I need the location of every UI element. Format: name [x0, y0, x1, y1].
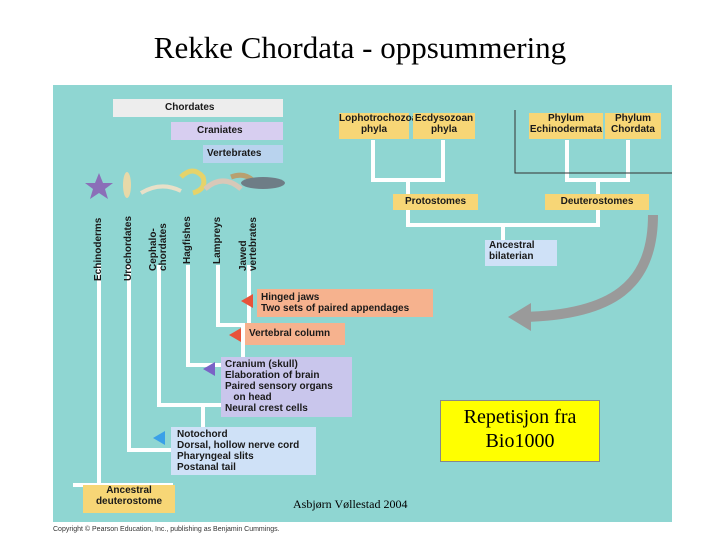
echinodermata-label: Phylum Echinodermata [529, 113, 603, 139]
phylogeny-panel: Chordates Craniates Vertebrates Echinode… [53, 85, 672, 522]
notochord-arrow [153, 431, 165, 445]
review-note: Repetisjon fra Bio1000 [440, 400, 600, 462]
branch-echino [565, 140, 600, 205]
branch-deut [503, 210, 600, 227]
jaws-arrow [241, 294, 253, 308]
deuterostomes-label: Deuterostomes [545, 194, 649, 210]
ancestral-bilaterian-label: Ancestral bilaterian [485, 240, 557, 266]
hagfish-icon [179, 168, 207, 196]
starfish-icon [85, 173, 113, 199]
vertebral-arrow [229, 328, 241, 342]
slide-title: Rekke Chordata - oppsummering [153, 30, 567, 65]
taxon-urochordates: Urochordates [123, 215, 134, 281]
branch-cephalochordates [129, 265, 205, 452]
branch-lampreys [188, 265, 245, 367]
taxon-cephalochordates: Cephalo-chordates [148, 223, 169, 271]
vertebrates-label: Vertebrates [203, 145, 283, 163]
tunicate-icon [123, 172, 131, 198]
branch-hagfishes [159, 265, 225, 407]
copyright-text: Copyright © Pearson Education, Inc., pub… [53, 526, 280, 533]
cranium-traits: Cranium (skull) Elaboration of brain Pai… [221, 357, 352, 417]
taxon-echinoderms: Echinoderms [93, 217, 104, 281]
shark-icon [241, 177, 285, 189]
taxon-hagfishes: Hagfishes [182, 216, 193, 264]
chordates-label: Chordates [113, 99, 283, 117]
branch-proto [406, 210, 505, 240]
craniates-label: Craniates [171, 122, 283, 140]
deut-bracket [514, 110, 672, 174]
author-credit: Asbjørn Vøllestad 2004 [293, 497, 408, 511]
taxon-jawed-vertebrates: Jawed vertebrates [238, 217, 259, 271]
branch-urochordates [127, 265, 173, 452]
chordata-label: Phylum Chordata [605, 113, 661, 139]
branch-jawed [218, 265, 251, 327]
ecdy-phyla-label: Ecdysozoan phyla [413, 113, 475, 139]
tree-branches [73, 110, 672, 487]
notochord-traits: Notochord Dorsal, hollow nerve cord Phar… [171, 427, 316, 475]
lancelet-icon [139, 184, 182, 195]
branch-chordata [598, 140, 630, 182]
lamprey-icon [203, 178, 243, 191]
ancestral-deuterostome-label: Ancestral deuterostome [83, 485, 175, 513]
vertebral-column-trait: Vertebral column [245, 323, 345, 345]
protostomes-label: Protostomes [393, 194, 478, 210]
branch-lopho [371, 140, 408, 182]
curved-arrow [522, 214, 658, 322]
taxon-lampreys: Lampreys [212, 216, 223, 264]
cranium-arrow [203, 362, 215, 376]
hinged-jaws-traits: Hinged jaws Two sets of paired appendage… [257, 289, 433, 317]
curved-arrow-head [508, 303, 531, 331]
branch-ecdy [406, 140, 445, 205]
lopho-phyla-label: Lophotrochozoan phyla [339, 113, 423, 139]
